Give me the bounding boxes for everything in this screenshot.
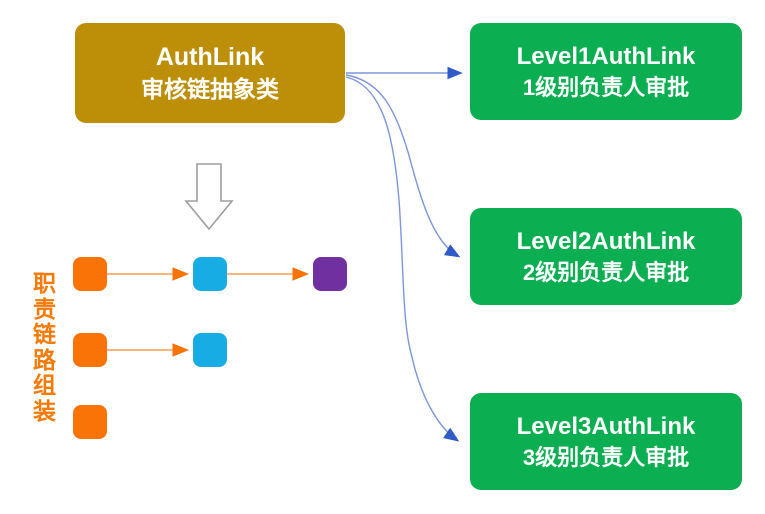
abstract-class-box: AuthLink 审核链抽象类: [75, 23, 345, 123]
subclass-level1-desc: 1级别负责人审批: [522, 74, 690, 100]
extend-arrow-level3: [345, 76, 460, 442]
subclass-level2-name: Level2AuthLink: [516, 228, 696, 256]
abstract-class-name: AuthLink: [155, 43, 265, 72]
subclass-box-level1: Level1AuthLink 1级别负责人审批: [470, 23, 742, 120]
chain-node-row2-blue: [193, 333, 227, 367]
abstract-class-desc: 审核链抽象类: [141, 76, 279, 103]
subclass-level1-name: Level1AuthLink: [516, 43, 696, 71]
subclass-box-level3: Level3AuthLink 3级别负责人审批: [470, 393, 742, 490]
chain-assembly-label: 职责链路组装: [33, 270, 56, 424]
extend-arrow-level2: [345, 74, 461, 258]
chain-node-row2-orange: [73, 333, 107, 367]
down-arrow-icon: [184, 163, 234, 231]
chain-node-row1-blue: [193, 257, 227, 291]
subclass-level2-desc: 2级别负责人审批: [522, 259, 690, 285]
subclass-level3-name: Level3AuthLink: [516, 413, 696, 441]
subclass-box-level2: Level2AuthLink 2级别负责人审批: [470, 208, 742, 305]
chain-node-row1-orange: [73, 257, 107, 291]
chain-node-row1-purple: [313, 257, 347, 291]
chain-node-row3-orange: [73, 405, 107, 439]
subclass-level3-desc: 3级别负责人审批: [522, 444, 690, 470]
